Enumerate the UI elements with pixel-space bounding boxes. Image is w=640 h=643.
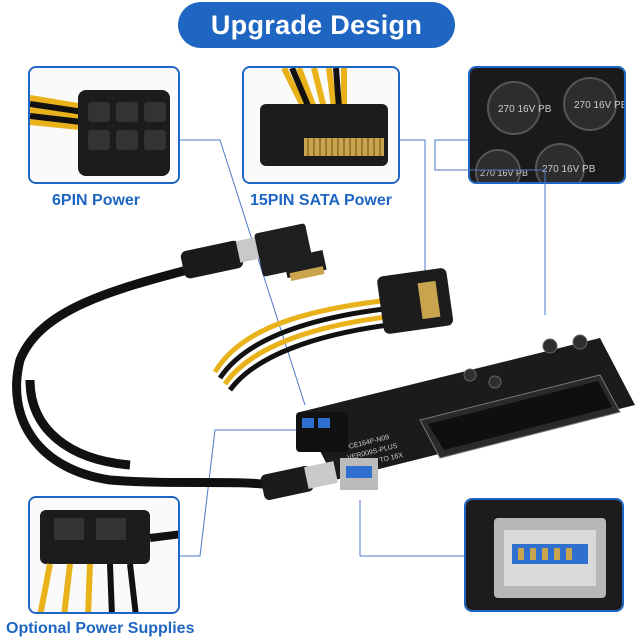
optional-power-image: [30, 498, 178, 612]
usb-cable-lower: [25, 379, 131, 470]
six-pin-label: 6PIN Power: [52, 192, 141, 209]
usb-cable: [12, 263, 271, 490]
sata-connector-image: [244, 68, 398, 182]
board-six-pin-connector: [296, 412, 348, 452]
capacitor-text-2: 270 16V PB: [574, 100, 626, 111]
sata-label: 15PIN SATA Power: [250, 192, 392, 209]
capacitor-text-3: 270 16V PB: [480, 168, 528, 178]
six-pin-connector-image: [30, 68, 178, 182]
usb-plug-top: [180, 235, 268, 279]
board-usb-port: [340, 458, 378, 490]
usb-port-callout: [464, 498, 624, 612]
usb-plug-bottom: [260, 461, 338, 500]
capacitor-pointer-line: [434, 139, 546, 315]
optional-pointer-line: [180, 429, 340, 557]
sata-connector: [212, 268, 454, 392]
capacitor-callout: 270 16V PB 270 16V PB 270 16V PB 270 16V…: [468, 66, 626, 184]
six-pin-callout: [28, 66, 180, 184]
usb-pointer-line: [359, 500, 464, 557]
optional-power-label: Optional Power Supplies: [6, 620, 195, 637]
usb-port-image: [466, 500, 622, 610]
title-banner: Upgrade Design: [178, 2, 455, 48]
six-pin-pointer-line: [180, 139, 306, 406]
sata-callout: [242, 66, 400, 184]
capacitor-image: 270 16V PB 270 16V PB 270 16V PB 270 16V…: [470, 68, 626, 182]
banner-title: Upgrade Design: [210, 9, 423, 40]
capacitor-text-1: 270 16V PB: [498, 104, 552, 115]
optional-power-callout: [28, 496, 180, 614]
capacitor-text-4: 270 16V PB: [542, 164, 596, 175]
pcie-x1-adapter: [254, 223, 327, 282]
sata-pointer-line: [400, 139, 426, 280]
